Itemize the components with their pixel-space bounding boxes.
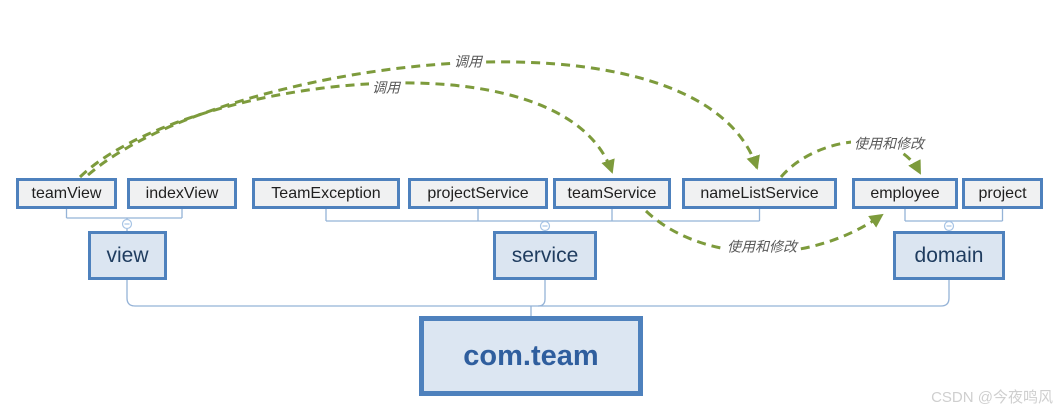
class-node-project[interactable]: project — [962, 178, 1043, 209]
relation-arc-teamview-to-namelistservice — [87, 60, 760, 177]
class-node-teamview[interactable]: teamView — [16, 178, 117, 209]
root-node-com-team[interactable]: com.team — [419, 316, 643, 396]
collapse-toggle-view[interactable] — [121, 218, 133, 230]
package-node-view[interactable]: view — [88, 231, 167, 280]
class-node-projectservice[interactable]: projectService — [408, 178, 548, 209]
class-node-namelistservice[interactable]: nameListService — [682, 178, 837, 209]
relation-label-use-modify-top: 使用和修改 — [851, 135, 927, 153]
connector-domain-to-rail — [940, 280, 950, 307]
relation-label-call-namelistservice: 调用 — [451, 53, 485, 71]
class-node-indexview[interactable]: indexView — [127, 178, 237, 209]
relation-label-call-teamservice: 调用 — [369, 79, 403, 97]
connector-service-to-rail — [537, 280, 546, 307]
collapse-toggle-service[interactable] — [539, 220, 551, 232]
relation-arc-teamservice-to-employee — [644, 209, 884, 254]
package-node-domain[interactable]: domain — [893, 231, 1005, 280]
class-node-teamservice[interactable]: teamService — [553, 178, 671, 209]
watermark-text: CSDN @今夜鸣风 — [931, 389, 1053, 406]
relation-label-use-modify-bottom: 使用和修改 — [724, 238, 800, 256]
class-node-teamexception[interactable]: TeamException — [252, 178, 400, 209]
package-node-service[interactable]: service — [493, 231, 597, 280]
collapse-toggles — [121, 218, 955, 232]
class-node-employee[interactable]: employee — [852, 178, 958, 209]
relation-arc-teamview-to-teamservice — [78, 81, 615, 179]
connector-view-to-rail — [126, 280, 136, 307]
collapse-toggle-domain[interactable] — [943, 220, 955, 232]
